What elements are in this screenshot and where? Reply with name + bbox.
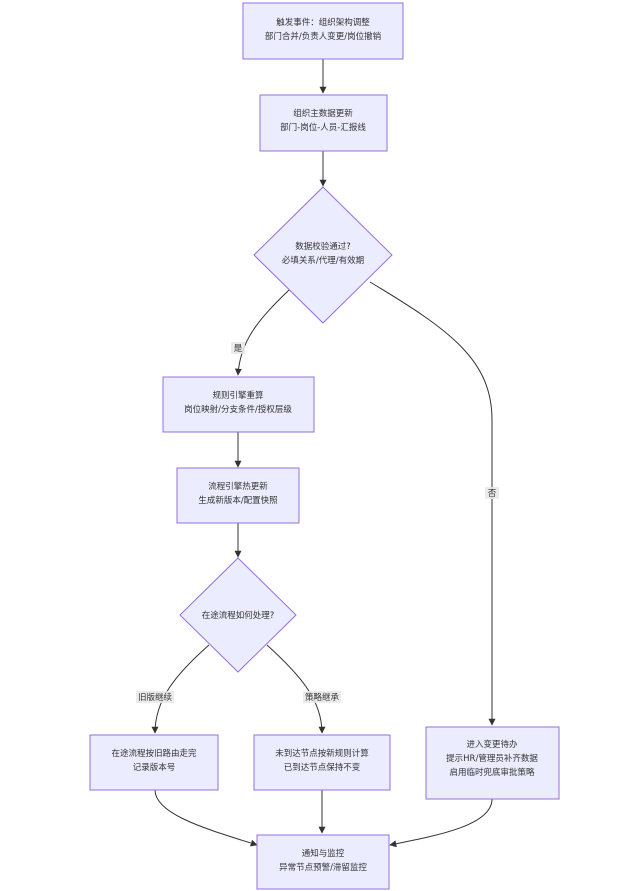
node-inflight-line1: 在途流程如何处理? [202,610,275,621]
node-master-data: 组织主数据更新 部门-岗位-人员-汇报线 [259,94,388,152]
node-validate: 数据校验通过? 必填关系/代理/有效期 [253,186,393,324]
node-old-route-line1: 在途流程按旧路由走完 [111,748,197,759]
node-old-route-line2: 记录版本号 [133,762,176,773]
edge-inflight-to-new [266,644,326,734]
edge-validate-yes-to-rule [234,289,290,376]
node-notify-line2: 异常节点预警/滞留监控 [279,862,367,873]
edge-old-to-notify [154,789,258,847]
node-new-rules-line1: 未到达节点按新规则计算 [275,748,369,759]
edge-label-no: 否 [485,487,499,499]
node-master-data-line1: 组织主数据更新 [293,108,353,119]
edge-validate-no-to-pending [369,281,496,726]
node-flow-engine-line2: 生成新版本/配置快照 [198,495,278,506]
edge-label-yes: 是 [231,342,245,354]
node-flow-engine: 流程引擎热更新 生成新版本/配置快照 [176,467,300,524]
node-validate-line1: 数据校验通过? [295,241,351,252]
node-trigger: 触发事件：组织架构调整 部门合并/负责人变更/岗位撤销 [242,2,404,60]
edge-label-strategy-text: 策略继承 [305,692,340,703]
node-trigger-line1: 触发事件：组织架构调整 [276,17,370,28]
edge-label-strategy: 策略继承 [303,691,341,703]
edge-label-yes-text: 是 [234,344,243,354]
node-flow-engine-line1: 流程引擎热更新 [208,481,268,492]
node-old-route: 在途流程按旧路由走完 记录版本号 [89,734,219,791]
node-master-data-line2: 部门-岗位-人员-汇报线 [280,122,366,133]
node-pending: 进入变更待办 提示HR/管理员补齐数据 启用临时兜底审批策略 [425,726,560,800]
edges [151,59,496,848]
node-notify: 通知与监控 异常节点预警/滞留监控 [256,834,390,890]
edge-pending-to-notify [389,798,493,848]
node-notify-line1: 通知与监控 [302,848,345,859]
node-pending-line3: 启用临时兜底审批策略 [449,767,535,778]
edge-label-old-version-text: 旧版继续 [138,692,173,703]
node-new-rules-line2: 已到达节点保持不变 [284,762,361,773]
node-trigger-line2: 部门合并/负责人变更/岗位撤销 [265,31,382,42]
node-pending-line1: 进入变更待办 [466,739,518,750]
node-validate-line2: 必填关系/代理/有效期 [282,255,364,266]
node-rule-engine-line2: 岗位映射/分支条件/授权层级 [184,404,292,415]
node-new-rules: 未到达节点按新规则计算 已到达节点保持不变 [253,734,391,791]
node-inflight: 在途流程如何处理? [179,557,297,673]
edge-inflight-to-old [151,644,210,734]
node-rule-engine: 规则引擎重算 岗位映射/分支条件/授权层级 [162,376,315,433]
node-rule-engine-line1: 规则引擎重算 [212,390,264,401]
edge-label-no-text: 否 [488,489,497,499]
node-pending-line2: 提示HR/管理员补齐数据 [446,753,538,764]
edge-label-old-version: 旧版继续 [136,691,174,703]
